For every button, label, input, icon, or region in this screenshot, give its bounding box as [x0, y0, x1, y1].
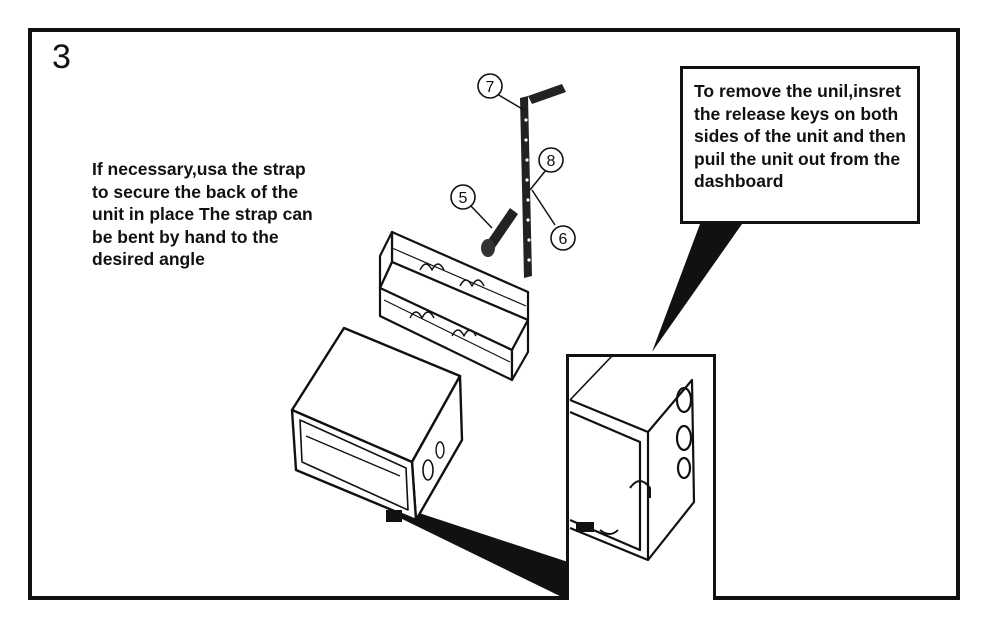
removal-callout-line: To remove the unil,insret [694, 81, 901, 101]
removal-callout-line: puil the unit out from the [694, 148, 901, 169]
head-unit [290, 326, 464, 522]
removal-callout-line: dashboard [694, 171, 784, 191]
strap-instruction-line: unit in place The strap can [92, 204, 313, 224]
strap-instruction-line: If necessary,usa the strap [92, 159, 306, 179]
strap-instruction-text: If necessary,usa the strap to secure the… [92, 158, 382, 271]
svg-text:8: 8 [547, 153, 556, 170]
strap-instruction-line: desired angle [92, 249, 205, 269]
callout-pointer [652, 224, 742, 352]
part-label-7: 7 [477, 73, 503, 99]
step-number: 3 [52, 38, 71, 76]
part-label-6: 6 [550, 225, 576, 251]
inset-detail [569, 355, 696, 562]
part-label-5: 5 [450, 184, 476, 210]
strap-instruction-line: be bent by hand to the [92, 226, 279, 247]
part-label-8: 8 [538, 147, 564, 173]
svg-text:6: 6 [559, 231, 568, 248]
removal-callout-line: sides of the unit and then [694, 126, 906, 146]
magnify-wedge [396, 512, 568, 600]
mounting-sleeve [378, 230, 530, 382]
svg-text:5: 5 [459, 190, 468, 207]
svg-text:7: 7 [486, 79, 495, 96]
screw-part [481, 208, 518, 257]
strap-instruction-line: to secure the back of the [92, 181, 299, 202]
removal-callout-text: To remove the unil,insret the release ke… [694, 80, 916, 193]
removal-callout-line: the release keys on both [694, 103, 899, 124]
removal-callout-box [680, 66, 920, 224]
mounting-strap [520, 84, 566, 278]
leader-lines [469, 93, 556, 229]
